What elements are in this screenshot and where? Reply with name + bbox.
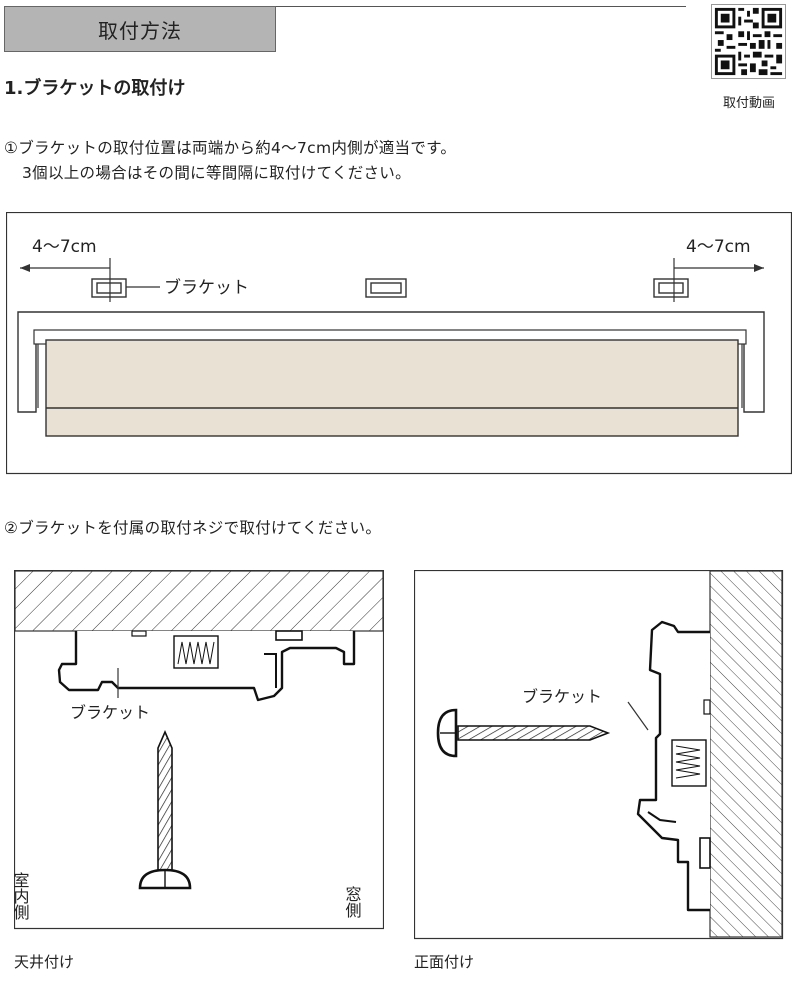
front-screw [436,708,611,758]
ceiling-bracket-label: ブラケット [70,703,150,722]
window-side-label: 窓側 [343,886,362,918]
bracket-right [653,278,689,298]
step-heading: 1.ブラケットの取付け [4,78,186,99]
bracket-label: ブラケット [164,277,249,298]
qr-code[interactable] [711,4,786,79]
right-distance-label: 4〜7cm [686,237,751,257]
instruction-line-1: ①ブラケットの取付位置は両端から約4〜7cm内側が適当です。 [4,139,457,157]
ceiling-mount-diagram: ブラケット 室内側 窓側 [14,570,384,930]
bracket-center [365,278,407,298]
section-title-text: 取付方法 [98,18,182,43]
bracket-left [91,278,127,298]
front-bracket-label: ブラケット [522,687,602,706]
indoor-side-label: 室内側 [14,872,30,920]
ceiling-surface [14,570,384,632]
ceiling-mount-caption: 天井付け [14,953,75,971]
title-rule [276,6,686,7]
front-mount-caption: 正面付け [414,953,475,971]
instruction-line-3: ②ブラケットを付属の取付ネジで取付けてください。 [4,519,382,537]
roller-shade [45,339,739,437]
front-mount-diagram: ブラケット [414,570,784,940]
ceiling-screw [138,730,192,890]
qr-code-icon [712,5,785,78]
wall-surface [709,570,783,938]
instruction-line-2: 3個以上の場合はその間に等間隔に取付けてください。 [22,164,411,182]
left-distance-label: 4〜7cm [32,237,97,257]
bracket-position-diagram: 4〜7cm 4〜7cm ブラケット [6,212,792,475]
section-title: 取付方法 [4,6,276,52]
qr-caption: 取付動画 [722,96,775,111]
